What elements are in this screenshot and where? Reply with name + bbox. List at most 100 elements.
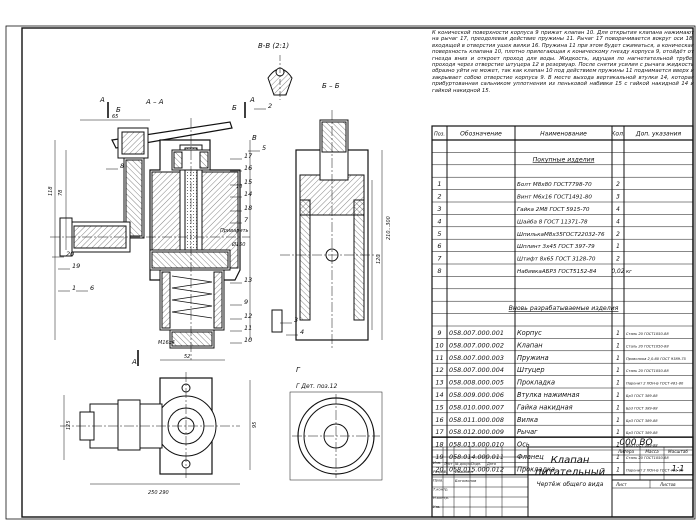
spec-pos-cell: 2 <box>437 193 441 201</box>
label-section-bb-top: В-В (2:1) <box>258 42 289 50</box>
tb-person-name: Ивашкин <box>455 469 474 474</box>
spec-name-cell: НабивкаАБР3 ГОСТ5152-84 <box>517 269 597 275</box>
label-section-bb: Б – Б <box>322 82 340 90</box>
spec-name-cell: Втулка нажимная <box>517 391 580 399</box>
spec-pos-cell: 13 <box>435 379 443 387</box>
drawing-scale: 1:1 <box>672 464 685 473</box>
spec-designation-cell: 058.013.000.010 <box>449 441 504 449</box>
spec-qty-cell: 1 <box>616 443 620 449</box>
label-dim-95: 95 <box>252 422 258 428</box>
tb-scale-label: Масштаб <box>668 449 688 454</box>
spec-qty-cell: 1 <box>616 405 620 411</box>
spec-pos-cell: 10 <box>435 341 443 349</box>
tb-row-label: Разраб. <box>433 470 447 474</box>
spec-name-cell: ШпилькаМ8х35ГОСТ22032-76 <box>517 232 605 238</box>
spec-note-cell: Бр3 ГОСТ 389-88 <box>626 394 658 398</box>
spec-designation-cell: 058.015.000.012 <box>449 465 504 473</box>
spec-name-cell: Гайка 2М8 ГОСТ 5915-70 <box>517 207 590 213</box>
drawing-title-line2: питательный <box>535 467 606 478</box>
spec-designation-cell: 058.010.000.007 <box>449 403 504 411</box>
tb-row-label: Т.контр. <box>433 487 449 491</box>
spec-qty-cell: 0,02 <box>612 269 625 275</box>
leader-number: 11 <box>244 324 252 332</box>
spec-qty-cell: 1 <box>616 343 620 349</box>
label-dim-10: 10 <box>236 184 242 190</box>
spec-pos-cell: 18 <box>435 441 443 449</box>
leader-number: 3 <box>294 316 298 324</box>
spec-note-cell: Паронит 2 ПОН-Б ГОСТ 481-80 <box>626 468 684 472</box>
tb-col-label: Дата <box>486 462 496 466</box>
tb-row-label: Пров. <box>433 479 443 483</box>
spec-qty-cell: 1 <box>616 381 620 387</box>
spec-pos-cell: 12 <box>435 366 443 374</box>
leader-number: 17 <box>244 152 253 160</box>
leader-number: 18 <box>244 204 252 212</box>
spec-note-cell: кг <box>626 269 632 275</box>
label-arrow-a: А <box>99 96 105 104</box>
spec-qty-cell: 2 <box>616 232 620 238</box>
leader-number: 12 <box>244 312 252 320</box>
spec-qty-cell: 4 <box>616 219 620 225</box>
label-dim-125: 125 <box>66 420 72 430</box>
spec-pos-cell: 7 <box>437 255 442 263</box>
spec-name-cell: Шайба 8 ГОСТ 11371-78 <box>517 219 588 225</box>
tb-sheets-label: Листов <box>659 482 676 487</box>
leader-number: 10 <box>244 336 252 344</box>
detail-g-view <box>289 391 383 481</box>
leader-number: 1 <box>72 284 76 292</box>
tb-col-label: Лист <box>443 462 454 466</box>
spec-pos-cell: 14 <box>435 391 443 399</box>
leader-number: 13 <box>244 276 252 284</box>
spec-section-title: Покупные изделия <box>533 156 595 163</box>
spec-note-cell: Бр3 ГОСТ 389-88 <box>626 419 658 423</box>
label-arrow-b: Б <box>116 106 121 114</box>
spec-name-cell: Корпус <box>517 329 542 337</box>
spec-qty-cell: 1 <box>616 455 620 461</box>
spec-qty-cell: 1 <box>616 467 620 473</box>
label-dim-210-300: 210...300 <box>386 216 392 240</box>
leader-number: 2 <box>268 102 272 110</box>
spec-pos-cell: 3 <box>437 205 441 213</box>
spec-name-cell: Вилка <box>517 416 538 424</box>
spec-pos-cell: 20 <box>435 465 443 473</box>
spec-designation-cell: 058.007.000.004 <box>449 366 504 374</box>
label-section-aa: А – А <box>145 98 164 106</box>
label-dim-78: 78 <box>58 190 64 196</box>
spec-pos-cell: 5 <box>437 230 441 238</box>
spec-qty-cell: 3 <box>616 195 620 201</box>
label-arrow-a: А <box>249 96 255 104</box>
spec-section-title: Вновь разрабатываемые изделия <box>509 304 619 312</box>
spec-name-cell: Пружина <box>517 354 549 362</box>
label-prival: Приварить <box>220 228 249 234</box>
drawing-subtitle: Чертёж общего вида <box>537 481 604 488</box>
label-dim-118: 118 <box>48 186 54 196</box>
side-section-view <box>271 110 383 350</box>
spec-qty-cell: 1 <box>616 418 620 424</box>
spec-qty-cell: 4 <box>616 207 620 213</box>
label-detail: Г Дет. поз.12 <box>296 383 337 390</box>
label-thread: М16х4 <box>158 340 175 346</box>
tb-col-label: Подп. <box>471 462 481 466</box>
drawing-title-line1: Клапан <box>551 455 590 466</box>
spec-pos-cell: 1 <box>437 180 441 188</box>
leader-number: 15 <box>244 178 252 186</box>
spec-note-cell: Бр3 ГОСТ 389-88 <box>626 431 658 435</box>
tb-person-name: Богомолов <box>455 478 477 483</box>
spec-qty-cell: 1 <box>616 331 620 337</box>
tb-mass-label: Масса <box>645 449 659 454</box>
tb-row-label: Утв. <box>433 505 441 509</box>
spec-name-cell: Шплинт 3х45 ГОСТ 397-79 <box>517 244 595 250</box>
spec-pos-cell: 6 <box>437 242 441 250</box>
spec-qty-cell: 2 <box>616 182 620 188</box>
spec-header-cell: Наименование <box>540 131 587 138</box>
spec-name-cell: Прокладка <box>517 379 555 387</box>
spec-header-cell: Кол. <box>611 131 625 138</box>
label-arrow-b: Б <box>232 104 237 112</box>
spec-name-cell: Клапан <box>517 341 543 349</box>
spec-designation-cell: 058.012.000.009 <box>449 428 504 436</box>
spec-name-cell: Гайка накидная <box>517 403 573 411</box>
technical-description-note: К конической поверхности корпуса 9 прижа… <box>432 30 694 94</box>
spec-designation-cell: 058.007.000.001 <box>449 329 504 337</box>
